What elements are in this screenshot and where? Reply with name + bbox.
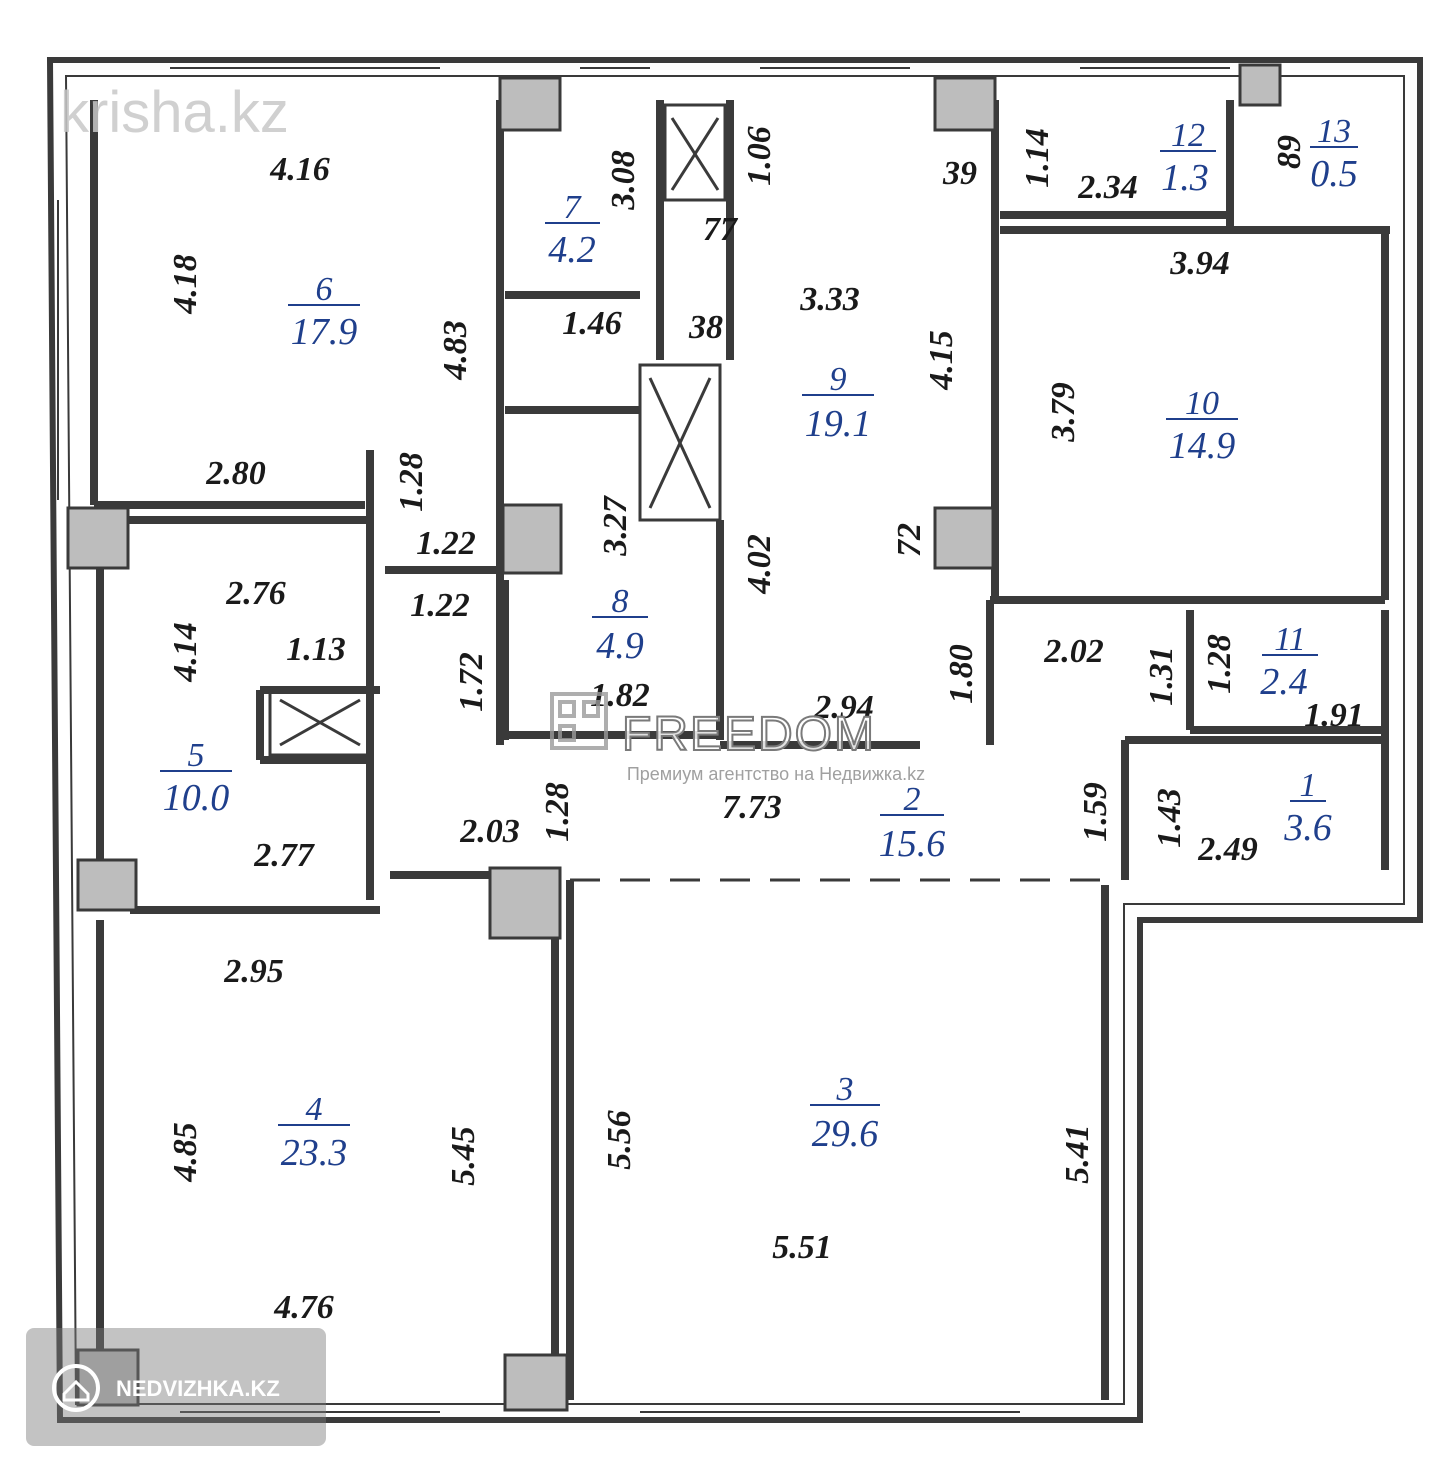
svg-text:3: 3 [836,1071,854,1108]
dimension-label: 4.02 [741,534,778,595]
svg-text:1: 1 [1300,767,1317,804]
room-label-9: 919.1 [802,361,874,445]
svg-text:2.4: 2.4 [1260,661,1308,703]
dimension-label: 2.76 [225,575,286,612]
svg-text:4.2: 4.2 [548,229,596,271]
svg-text:12: 12 [1171,117,1205,154]
svg-text:23.3: 23.3 [281,1132,348,1174]
dimension-label: 4.15 [923,330,960,391]
dimension-label: 2.49 [1197,831,1258,868]
dimension-label: 38 [688,309,723,346]
dimension-label: 1.31 [1143,646,1180,706]
home-icon-house [62,1379,90,1402]
freedom-logo [550,692,608,750]
dimension-label: 1.80 [943,644,980,704]
walls [46,57,1423,1423]
svg-text:10.0: 10.0 [163,777,230,819]
watermark-nedvizhka: NEDVIZHKA.KZ [116,1376,280,1401]
dimension-label: 1.72 [453,652,490,712]
svg-text:5: 5 [188,737,205,774]
room-labels: 13.6 215.6 329.6 423.3 510.0 617.9 74.2 … [160,113,1358,1174]
dimension-label: 89 [1271,135,1308,169]
room-label-4: 423.3 [278,1091,350,1174]
dimension-label: 1.22 [410,587,470,624]
room-label-8: 84.9 [592,583,648,667]
dimension-label: 1.91 [1304,697,1364,734]
svg-text:1.3: 1.3 [1161,157,1209,199]
dimension-label: 1.06 [741,126,778,186]
svg-text:7: 7 [564,189,583,226]
svg-text:9: 9 [830,361,847,398]
room-label-11: 112.4 [1260,621,1318,703]
dimension-label: 7.73 [722,789,782,826]
svg-text:11: 11 [1274,621,1305,658]
dimension-label: 5.45 [445,1126,482,1186]
dimension-label: 2.02 [1043,633,1104,670]
room-label-6: 617.9 [288,271,360,353]
svg-text:4: 4 [306,1091,323,1128]
dimension-label: 2.80 [205,455,266,492]
svg-text:19.1: 19.1 [805,403,872,445]
svg-text:10: 10 [1185,385,1219,422]
svg-text:6: 6 [316,271,333,308]
dimension-label: 1.43 [1151,788,1188,848]
dimension-label: 2.34 [1077,169,1138,206]
svg-text:2: 2 [904,781,921,818]
dimension-label: 4.14 [167,622,204,683]
dimension-label: 1.46 [562,305,622,342]
svg-text:3.6: 3.6 [1283,807,1332,849]
svg-text:15.6: 15.6 [879,823,946,865]
dimension-label: 1.22 [416,525,476,562]
dimension-labels: 4.16 4.18 4.83 2.80 3.08 1.06 77 1.46 38… [167,126,1364,1326]
dimension-label: 5.41 [1059,1124,1096,1184]
nedvizhka-badge: NEDVIZHKA.KZ [26,1328,326,1446]
dimension-label: 2.94 [813,689,874,726]
dimension-label: 4.83 [437,320,474,381]
dimension-label: 1.28 [539,782,576,842]
dimension-label: 2.95 [223,953,284,990]
watermark-tagline: Премиум агентство на Недвижка.kz [627,764,925,784]
watermark-krisha: krisha.kz [60,80,289,145]
dimension-label: 72 [891,523,928,557]
room-label-13: 130.5 [1310,113,1358,195]
dimension-label: 5.51 [772,1229,832,1266]
room-label-1: 13.6 [1283,767,1332,849]
svg-text:14.9: 14.9 [1169,425,1236,467]
svg-text:13: 13 [1317,113,1351,150]
watermarks: krisha.kz FREEDOM Премиум агентство на Н… [26,80,925,1446]
dimension-label: 1.14 [1019,128,1056,188]
dimension-label: 3.94 [1169,245,1230,282]
dimension-label: 4.16 [269,151,330,188]
dimension-label: 4.76 [273,1289,334,1326]
dimension-label: 4.18 [167,254,204,315]
dimension-label: 1.28 [1201,634,1238,694]
home-icon [52,1364,100,1412]
room-label-2: 215.6 [879,781,946,865]
dimension-label: 5.56 [601,1110,638,1170]
dimension-label: 77 [703,211,739,248]
room-label-12: 121.3 [1160,117,1216,199]
dimension-label: 3.79 [1045,382,1082,443]
dimension-label: 3.08 [605,150,642,211]
dimension-label: 2.77 [253,837,316,874]
svg-text:29.6: 29.6 [812,1113,879,1155]
svg-text:8: 8 [612,583,629,620]
svg-text:4.9: 4.9 [596,625,644,667]
dimension-label: 4.85 [167,1122,204,1183]
room-label-3: 329.6 [810,1071,880,1155]
dimension-label: 1.59 [1077,782,1114,842]
room-label-5: 510.0 [160,737,232,819]
dimension-label: 39 [942,155,977,192]
dimension-label: 2.03 [459,813,520,850]
dimension-label: 1.28 [393,452,430,512]
svg-text:0.5: 0.5 [1310,153,1358,195]
room-label-7: 74.2 [545,189,600,271]
dimension-label: 3.33 [799,281,860,318]
watermark-freedom: FREEDOM [622,708,876,761]
svg-text:17.9: 17.9 [291,311,358,353]
dimension-label: 1.13 [286,631,346,668]
dimension-label: 3.27 [597,494,634,557]
